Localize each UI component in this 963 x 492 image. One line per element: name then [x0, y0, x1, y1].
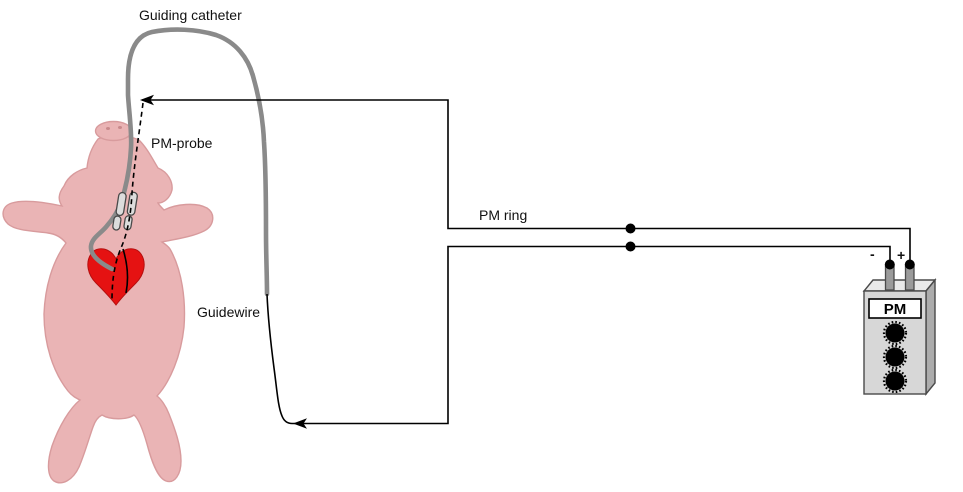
guidewire-path	[266, 245, 891, 425]
minus-terminal-label: -	[870, 246, 875, 262]
pm-device: PM	[862, 259, 937, 396]
pig-snout	[94, 120, 133, 142]
guidewire-label: Guidewire	[197, 304, 260, 320]
pm-device-side-face	[925, 278, 936, 396]
heart-inner-wire	[122, 248, 129, 294]
pm-device-label-plate	[868, 298, 922, 319]
guiding-catheter-path	[88, 27, 270, 297]
pig-body	[2, 135, 214, 484]
pm-probe-label: PM-probe	[151, 135, 213, 151]
pm-device-label: PM	[884, 301, 907, 318]
pm-device-knob-1	[882, 320, 908, 346]
junction-dot-bottom	[625, 241, 636, 252]
pm-ring-label: PM ring	[479, 207, 527, 223]
sheath-left-lower	[112, 215, 122, 231]
pm-device-knob-3	[882, 368, 908, 394]
pig-nostril-right	[118, 126, 122, 129]
terminal-dot-plus	[904, 259, 915, 270]
introducer-sheaths	[112, 191, 138, 231]
pm-device-knob-2	[882, 344, 908, 370]
plus-terminal-label: +	[897, 247, 905, 263]
guiding-catheter-label: Guiding catheter	[139, 7, 242, 23]
pig-figure	[2, 120, 214, 484]
sheath-right-upper	[126, 191, 138, 216]
sheath-left-upper	[115, 191, 127, 217]
pm-ring-wire	[142, 99, 911, 264]
pm-ring-arrowhead	[140, 94, 154, 106]
pig-nostril-left	[106, 127, 110, 130]
pm-probe-path	[111, 102, 144, 301]
terminal-dot-minus	[884, 259, 895, 270]
junction-dot-top	[625, 223, 636, 234]
guidewire-arrowhead	[293, 418, 307, 429]
pm-device-top-face	[862, 279, 937, 292]
